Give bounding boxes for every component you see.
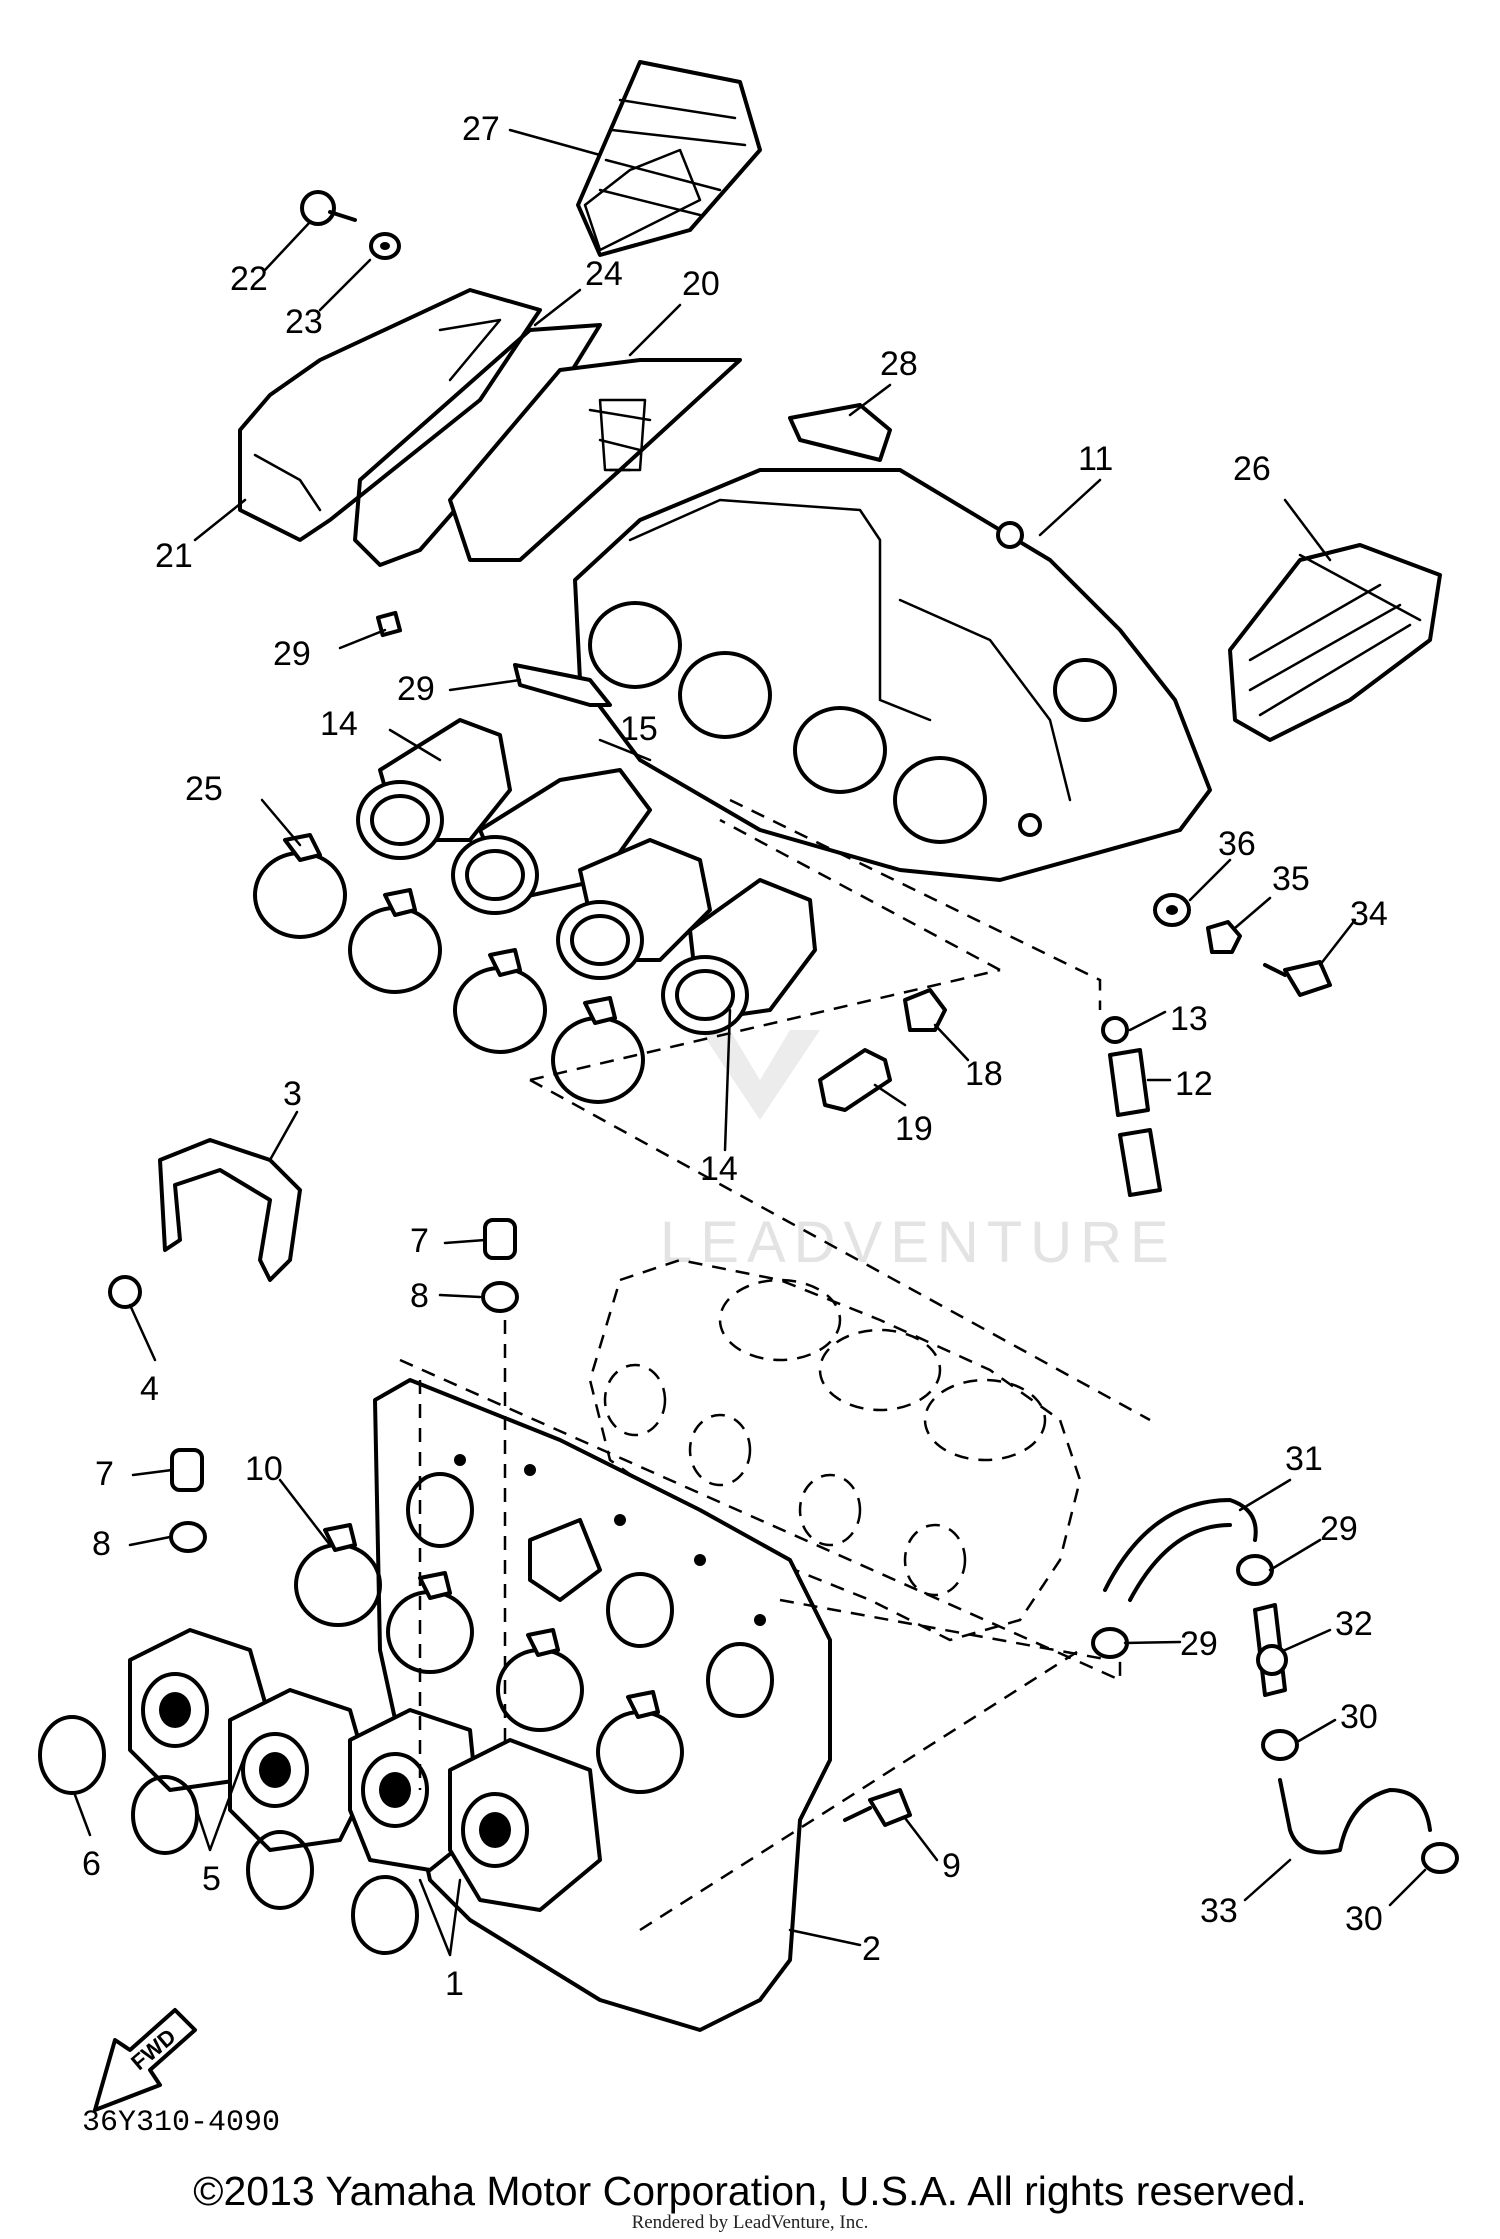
callout-23: 25	[185, 770, 223, 808]
callout-4: 4	[140, 1370, 159, 1408]
callout-30-upper: 30	[1340, 1698, 1378, 1736]
part-11-air-cleaner-case[interactable]	[573, 468, 1212, 882]
part-5-intake-manifolds[interactable]	[128, 1628, 372, 1852]
part-8-clamp-upper[interactable]	[481, 1281, 519, 1313]
part-14-carburetor-joint-upper[interactable]	[356, 718, 512, 860]
diagram-code: 36Y310-4090	[82, 2106, 280, 2140]
part-30-clamp-lower[interactable]	[1421, 1842, 1459, 1874]
part-12-hose[interactable]	[1108, 1048, 1162, 1197]
callout-34: 34	[1350, 895, 1388, 933]
callout-8-upper: 8	[410, 1277, 429, 1315]
part-14-carburetor-joint-lower[interactable]	[661, 878, 817, 1035]
part-17-airbox-cover[interactable]	[238, 288, 542, 542]
part-31-hose[interactable]	[1103, 1498, 1258, 1602]
fwd-arrow-icon: FWD	[93, 2008, 197, 2112]
callout-35: 35	[1272, 860, 1310, 898]
part-16-air-filter[interactable]	[448, 358, 742, 562]
callout-1: 1	[445, 1965, 464, 2003]
rendered-by-credit: Rendered by LeadVenture, Inc.	[631, 2212, 869, 2233]
callout-labels: 27 22 23 24 20 28 11 26 21 29 29 14 15 2…	[82, 110, 1388, 2003]
callout-10: 10	[245, 1450, 283, 1488]
part-3-bracket[interactable]	[158, 1138, 302, 1282]
callout-8-lower: 8	[92, 1525, 111, 1563]
part-33-hose[interactable]	[1278, 1778, 1432, 1855]
part-18-bolt[interactable]	[300, 190, 357, 226]
part-4-screw[interactable]	[108, 1275, 142, 1309]
callout-27: 29	[397, 670, 435, 708]
callout-18: 22	[230, 260, 268, 298]
callout-25: 27	[462, 110, 500, 148]
part-9-bolt[interactable]	[843, 1788, 912, 1827]
part-35-nut[interactable]	[1206, 920, 1242, 954]
callout-28: 29	[273, 635, 311, 673]
part-32-joint[interactable]	[1253, 1603, 1288, 1697]
part-24-intake-duct[interactable]	[1228, 543, 1442, 742]
callout-7-upper: 7	[410, 1222, 429, 1260]
part-30-clamp-upper[interactable]	[1261, 1729, 1299, 1761]
part-36-grommet[interactable]	[1153, 893, 1191, 927]
callout-24: 26	[1233, 450, 1271, 488]
callout-16: 20	[682, 265, 720, 303]
callout-6: 6	[82, 1845, 101, 1883]
part-21-cap[interactable]	[818, 1048, 892, 1112]
leader-lines	[73, 128, 1427, 1957]
part-8-clamp-lower[interactable]	[169, 1521, 207, 1553]
callout-7-lower: 7	[95, 1455, 114, 1493]
part-34-bolt[interactable]	[1263, 960, 1332, 997]
callout-17: 21	[155, 537, 193, 575]
part-1-intake-manifolds[interactable]	[348, 1708, 602, 1912]
part-20-nipple[interactable]	[903, 988, 947, 1032]
part-27-seal-strip[interactable]	[513, 663, 612, 707]
callout-36: 36	[1218, 825, 1256, 863]
part-7-cap-upper[interactable]	[483, 1218, 517, 1260]
part-2-plate[interactable]	[373, 1378, 832, 2032]
part-25-intake-duct[interactable]	[576, 60, 762, 257]
callout-26: 28	[880, 345, 918, 383]
part-26-clip[interactable]	[788, 403, 892, 462]
callout-14-upper: 14	[320, 705, 358, 743]
callout-21: 19	[895, 1110, 933, 1148]
part-19-washer[interactable]	[369, 232, 401, 260]
part-10-clamps[interactable]	[294, 1523, 684, 1794]
callout-22: 24	[585, 255, 623, 293]
callout-30-lower: 30	[1345, 1900, 1383, 1938]
part-29-clamp-upper[interactable]	[1236, 1554, 1274, 1586]
assembly-guide-diagonal	[529, 1078, 1151, 1422]
callout-29-lower: 29	[1180, 1625, 1218, 1663]
assembly-guide-lower	[399, 1320, 1122, 1932]
part-15-carburetor-joint[interactable]	[451, 768, 712, 980]
watermark-text: LEADVENTURE	[660, 1210, 1177, 1275]
callout-3: 3	[283, 1075, 302, 1113]
callout-2: 2	[862, 1930, 881, 1968]
callout-11: 11	[1078, 440, 1113, 478]
callout-31: 31	[1285, 1440, 1323, 1478]
part-23-clamps[interactable]	[253, 833, 645, 1104]
callout-5: 5	[202, 1860, 221, 1898]
part-6-o-rings[interactable]	[38, 1715, 419, 1955]
callout-9: 9	[942, 1847, 961, 1885]
part-7-cap-lower[interactable]	[170, 1448, 204, 1492]
callout-14-lower: 14	[700, 1150, 738, 1188]
callout-19: 23	[285, 303, 323, 341]
callout-20: 18	[965, 1055, 1003, 1093]
callout-33: 33	[1200, 1892, 1238, 1930]
assembly-guide-upper	[529, 798, 1102, 1082]
copyright-notice: ©2013 Yamaha Motor Corporation, U.S.A. A…	[193, 2168, 1307, 2214]
part-13-hose-clamp[interactable]	[1101, 1016, 1129, 1044]
callout-13: 13	[1170, 1000, 1208, 1038]
watermark: LEADVENTURE	[660, 1030, 1177, 1275]
callout-12: 12	[1175, 1065, 1213, 1103]
callout-32: 32	[1335, 1605, 1373, 1643]
callout-15: 15	[620, 710, 658, 748]
part-29-clamp-lower[interactable]	[1091, 1627, 1129, 1659]
callout-29-upper: 29	[1320, 1510, 1358, 1548]
